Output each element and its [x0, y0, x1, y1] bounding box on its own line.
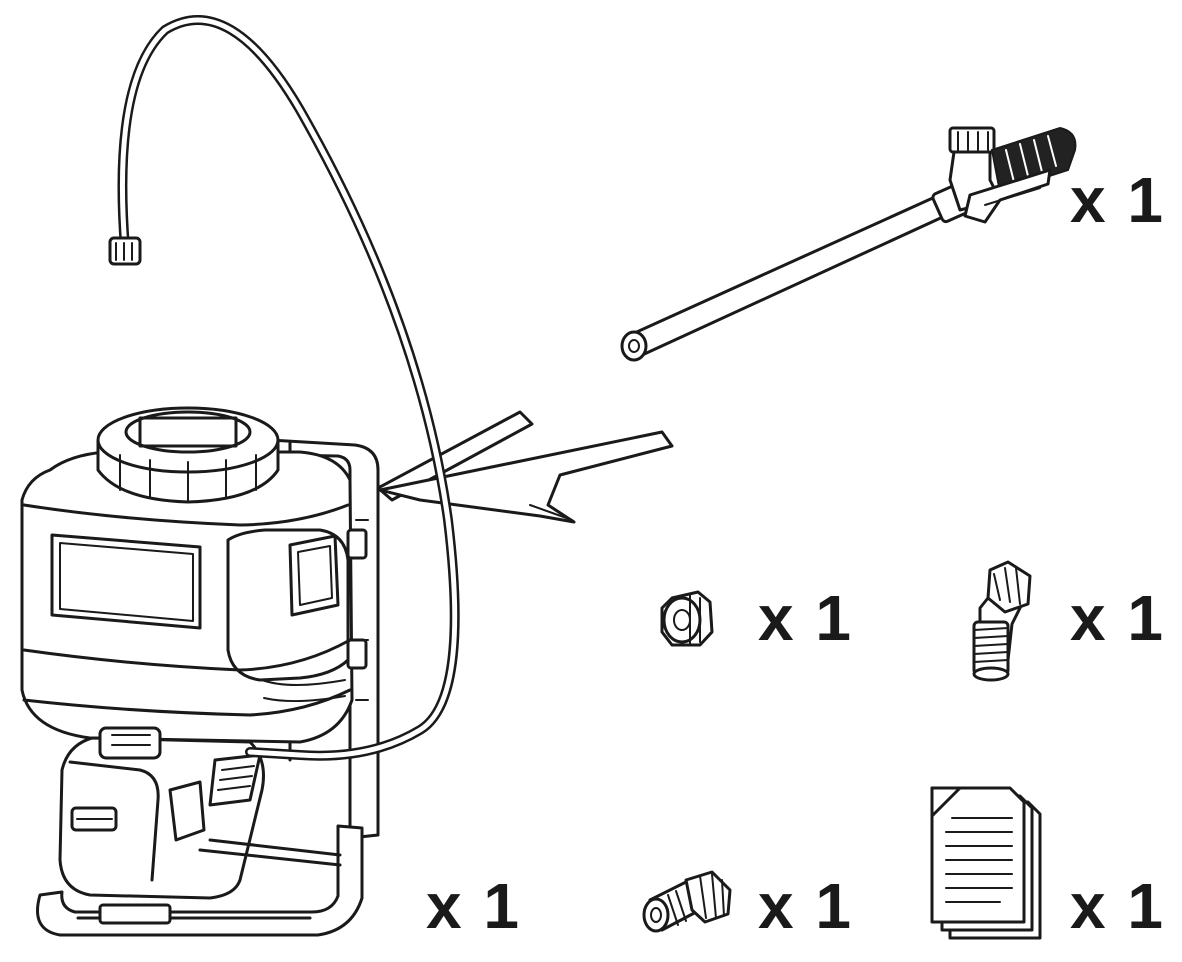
shoulder-strap-illustration — [376, 410, 674, 524]
documents-quantity-label: x 1 — [1070, 870, 1165, 942]
angled-adapter-illustration — [972, 560, 1032, 682]
adapter-quantity-label: x 1 — [1070, 582, 1165, 654]
battery-pack-illustration — [58, 726, 265, 900]
base-frame-illustration — [36, 824, 364, 937]
backpack-sprayer-illustration — [20, 15, 674, 937]
tank-cap-illustration — [96, 406, 280, 504]
nozzle-cap-illustration — [660, 590, 714, 647]
hose-connector-illustration — [108, 236, 142, 266]
sprayer-quantity-label: x 1 — [426, 870, 521, 942]
adjustable-nozzle-illustration — [642, 870, 732, 933]
wand-quantity-label: x 1 — [1070, 164, 1165, 236]
nozzle-quantity-label: x 1 — [758, 870, 853, 942]
document-stack-illustration — [930, 786, 1042, 940]
cap-quantity-label: x 1 — [758, 582, 853, 654]
spray-wand-illustration — [620, 126, 1077, 362]
